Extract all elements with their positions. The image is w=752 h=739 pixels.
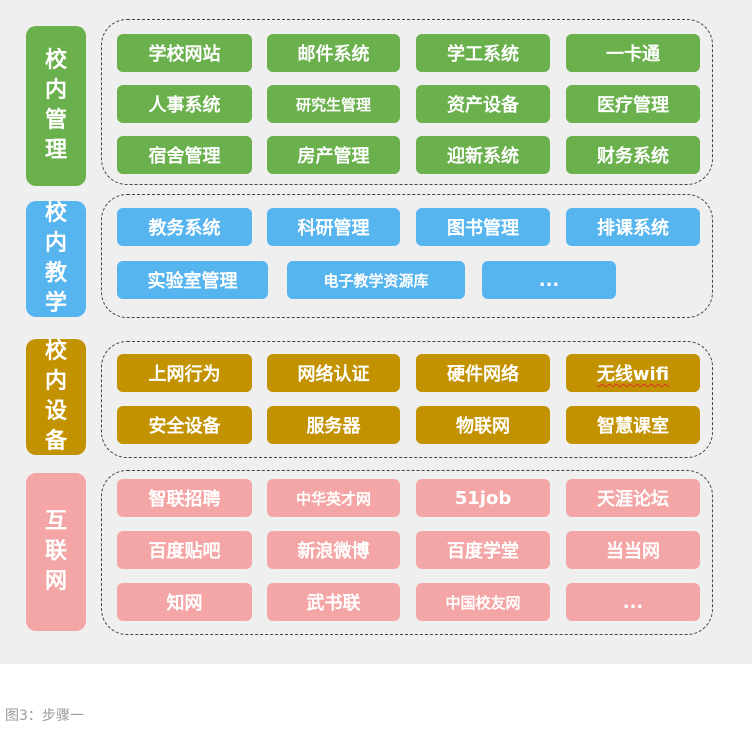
- section-label-char: 备: [44, 429, 67, 454]
- tile: 科研管理: [267, 208, 400, 246]
- tile: 学工系统: [416, 34, 550, 72]
- section-label-char: 内: [44, 78, 67, 103]
- section-label-char: 校: [44, 48, 67, 73]
- section-label-char: 理: [44, 138, 67, 163]
- tile: 武书联: [267, 583, 400, 621]
- tile: 无线wifi: [566, 354, 700, 392]
- section-label-char: 互: [44, 509, 67, 534]
- section-label-char: 管: [44, 108, 67, 133]
- tile: 上网行为: [117, 354, 252, 392]
- section-label-internet: 互联网: [26, 473, 86, 631]
- group-box-equipment: [101, 341, 713, 458]
- tile: 安全设备: [117, 406, 252, 444]
- tile: 医疗管理: [566, 85, 700, 123]
- section-label-char: 内: [44, 369, 67, 394]
- group-box-internet: [101, 470, 713, 635]
- section-label-char: 网: [44, 569, 67, 594]
- tile: ...: [566, 583, 700, 621]
- section-label-char: 内: [44, 231, 67, 256]
- section-label-char: 学: [44, 291, 67, 316]
- group-box-teaching: [101, 194, 713, 318]
- tile: 电子教学资源库: [287, 261, 465, 299]
- section-label-char: 设: [44, 399, 67, 424]
- section-label-equipment: 校内设备: [26, 339, 86, 455]
- tile: 迎新系统: [416, 136, 550, 174]
- group-box-management: [101, 19, 713, 185]
- tile: 教务系统: [117, 208, 252, 246]
- tile: 智联招聘: [117, 479, 252, 517]
- tile: 51job: [416, 479, 550, 517]
- tile: 知网: [117, 583, 252, 621]
- tile: 研究生管理: [267, 85, 400, 123]
- section-label-char: 校: [44, 339, 67, 364]
- tile: 财务系统: [566, 136, 700, 174]
- tile: 中国校友网: [416, 583, 550, 621]
- tile: 学校网站: [117, 34, 252, 72]
- tile: 房产管理: [267, 136, 400, 174]
- tile: 一卡通: [566, 34, 700, 72]
- tile: 天涯论坛: [566, 479, 700, 517]
- tile: 排课系统: [566, 208, 700, 246]
- tile: 网络认证: [267, 354, 400, 392]
- tile: 物联网: [416, 406, 550, 444]
- figure-caption: 图3：步骤一: [5, 708, 84, 724]
- tile: 服务器: [267, 406, 400, 444]
- tile: ...: [482, 261, 616, 299]
- tile: 宿舍管理: [117, 136, 252, 174]
- tile: 人事系统: [117, 85, 252, 123]
- tile: 百度贴吧: [117, 531, 252, 569]
- tile: 资产设备: [416, 85, 550, 123]
- tile: 新浪微博: [267, 531, 400, 569]
- tile: 邮件系统: [267, 34, 400, 72]
- tile: 百度学堂: [416, 531, 550, 569]
- tile: 当当网: [566, 531, 700, 569]
- tile-label: 无线wifi: [596, 364, 670, 385]
- section-label-char: 教: [44, 261, 67, 286]
- section-label-teaching: 校内教学: [26, 201, 86, 317]
- tile: 实验室管理: [117, 261, 268, 299]
- tile: 图书管理: [416, 208, 550, 246]
- tile: 智慧课室: [566, 406, 700, 444]
- section-label-char: 联: [44, 539, 67, 564]
- section-label-management: 校内管理: [26, 26, 86, 186]
- section-label-char: 校: [44, 201, 67, 226]
- tile: 中华英才网: [267, 479, 400, 517]
- tile: 硬件网络: [416, 354, 550, 392]
